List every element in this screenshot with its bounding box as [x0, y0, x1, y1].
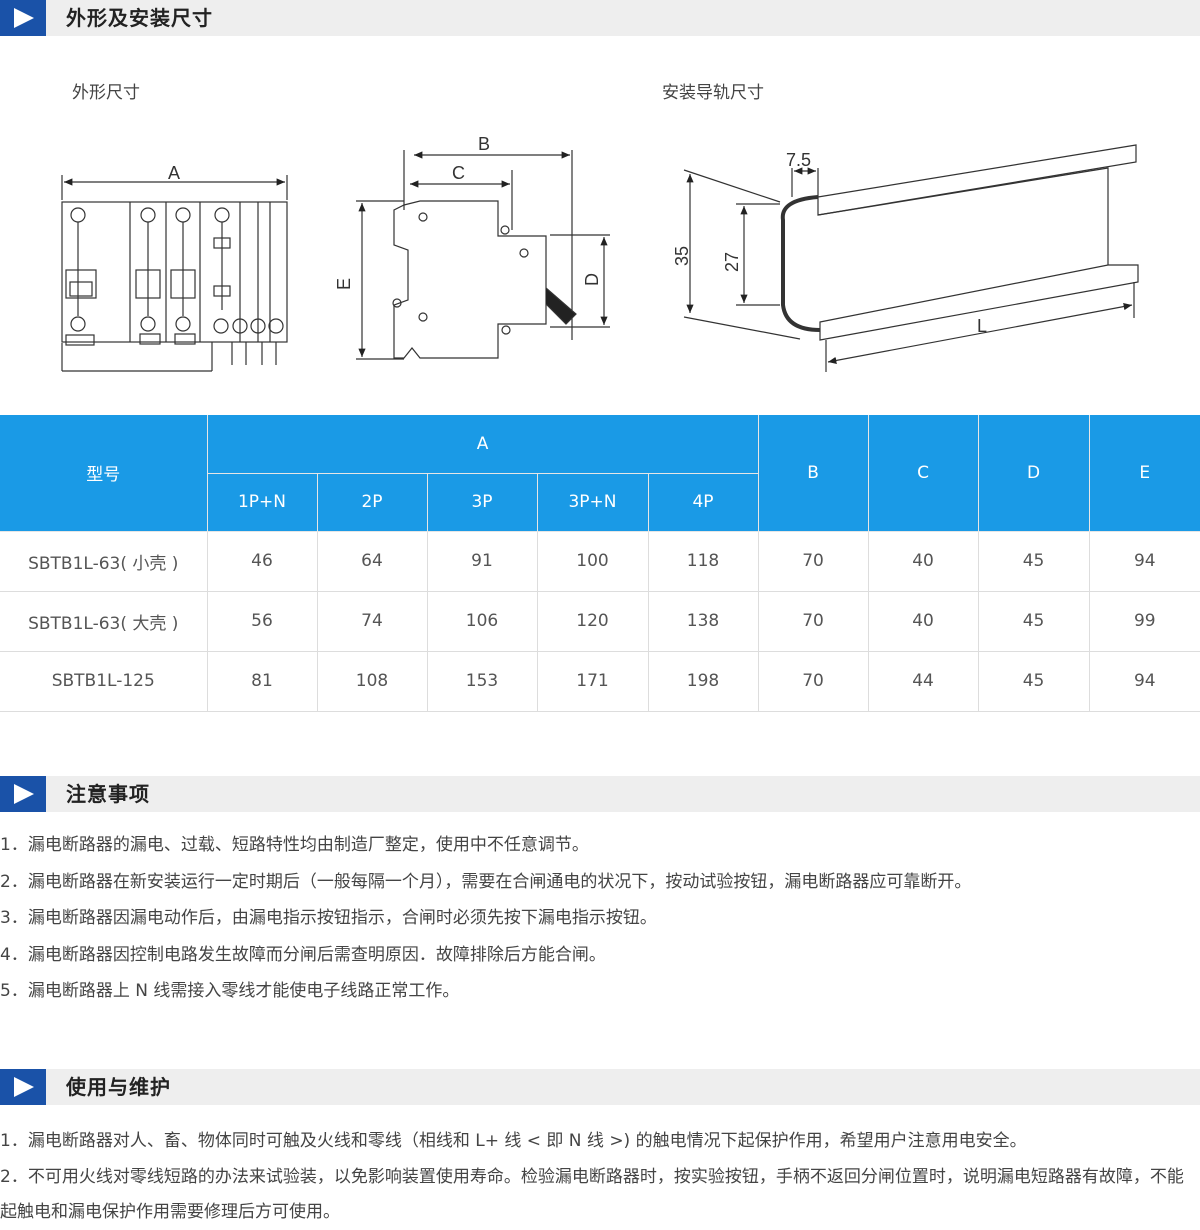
play-icon [0, 1069, 46, 1105]
section-header-notes: 注意事项 [0, 776, 1200, 812]
rail-caption: 安装导轨尺寸 [662, 83, 764, 103]
header-D: D [977, 415, 1090, 532]
table-cell: 74 [316, 590, 428, 652]
technical-drawing: A B C D E 7.5 35 27 L [61, 134, 1139, 372]
table-cell: 120 [536, 590, 649, 652]
section-title: 注意事项 [66, 782, 150, 806]
list-item: 1．漏电断路器对人、畜、物体同时可触及火线和零线（相线和 L+ 线 < 即 N … [0, 1131, 1027, 1151]
table-cell: 45 [977, 590, 1090, 652]
table-cell: 198 [647, 650, 759, 712]
dimension-drawing: 外形尺寸 安装导轨尺寸 [0, 60, 1200, 400]
header-model: 型号 [0, 415, 208, 532]
list-item: 3．漏电断路器因漏电动作后，由漏电指示按钮指示，合闸时必须先按下漏电指示按钮。 [0, 908, 657, 928]
table-cell: 40 [867, 590, 979, 652]
table-cell: 108 [316, 650, 428, 712]
header-C: C [867, 415, 979, 532]
header-sub: 1P+N [207, 473, 318, 532]
table-cell: 94 [1088, 650, 1200, 712]
label-A: A [168, 163, 180, 183]
header-E: E [1088, 415, 1200, 532]
din-rail-drawing [683, 144, 1139, 372]
table-cell: 70 [757, 530, 869, 592]
table-cell: 45 [977, 530, 1090, 592]
header-B: B [757, 415, 869, 532]
label-rail-width: 7.5 [786, 150, 811, 170]
table-cell: 46 [206, 530, 318, 592]
section-title: 使用与维护 [66, 1075, 171, 1099]
table-cell: 91 [426, 530, 538, 592]
table-cell: 106 [426, 590, 538, 652]
list-item: 2．漏电断路器在新安装运行一定时期后（一般每隔一个月），需要在合闸通电的状况下，… [0, 871, 972, 892]
cell-model: SBTB1L-63( 小壳 ) [0, 530, 208, 592]
table-cell: 40 [867, 530, 979, 592]
label-rail-27: 27 [722, 252, 742, 272]
table-cell: 44 [867, 650, 979, 712]
header-sub: 3P+N [536, 473, 649, 532]
table-cell: 56 [206, 590, 318, 652]
table-cell: 100 [536, 530, 649, 592]
notes-list: 1．漏电断路器的漏电、过载、短路特性均由制造厂整定，使用中不任意调节。 2．漏电… [0, 827, 1200, 1010]
table-row: SBTB1L-63( 大壳 ) 56 74 106 120 138 70 40 … [0, 590, 1200, 652]
section-title: 外形及安装尺寸 [66, 6, 213, 30]
table-cell: 81 [206, 650, 318, 712]
table-row: SBTB1L-125 81 108 153 171 198 70 44 45 9… [0, 650, 1200, 712]
label-rail-35: 35 [672, 246, 692, 266]
label-B: B [478, 134, 490, 154]
section-header-maintenance: 使用与维护 [0, 1069, 1200, 1105]
header-sub: 2P [316, 473, 428, 532]
label-rail-L: L [977, 316, 987, 336]
table-cell: 99 [1088, 590, 1200, 652]
table-cell: 138 [647, 590, 759, 652]
section-header-dimensions: 外形及安装尺寸 [0, 0, 1200, 36]
play-icon [0, 0, 46, 36]
table-cell: 118 [647, 530, 759, 592]
cell-model: SBTB1L-125 [0, 650, 208, 712]
table-cell: 64 [316, 530, 428, 592]
table-cell: 153 [426, 650, 538, 712]
label-C: C [452, 163, 465, 183]
cell-model: SBTB1L-63( 大壳 ) [0, 590, 208, 652]
table-cell: 171 [536, 650, 649, 712]
header-sub: 4P [647, 473, 759, 532]
header-sub: 3P [426, 473, 538, 532]
list-item: 5．漏电断路器上 N 线需接入零线才能使电子线路正常工作。 [0, 981, 460, 1001]
play-icon [0, 776, 46, 812]
maintenance-list: 1．漏电断路器对人、畜、物体同时可触及火线和零线（相线和 L+ 线 < 即 N … [0, 1123, 1200, 1230]
outline-caption: 外形尺寸 [72, 83, 140, 103]
table-cell: 70 [757, 650, 869, 712]
breaker-side-view [356, 150, 610, 360]
list-item: 4．漏电断路器因控制电路发生故障而分闸后需查明原因．故障排除后方能合闸。 [0, 944, 606, 965]
header-A: A [206, 415, 759, 474]
list-item: 2．不可用火线对零线短路的办法来试验装，以免影响装置使用寿命。检验漏电断路器时，… [0, 1166, 1184, 1222]
table-cell: 70 [757, 590, 869, 652]
label-D: D [582, 273, 602, 286]
label-E: E [334, 278, 354, 290]
table-row: SBTB1L-63( 小壳 ) 46 64 91 100 118 70 40 4… [0, 530, 1200, 592]
table-cell: 94 [1088, 530, 1200, 592]
breaker-front-view [61, 175, 288, 372]
table-cell: 45 [977, 650, 1090, 712]
spec-table: 型号 A B C D E 1P+N 2P 3P 3P+N 4P SBTB1L-6… [0, 415, 1200, 712]
list-item: 1．漏电断路器的漏电、过载、短路特性均由制造厂整定，使用中不任意调节。 [0, 835, 589, 855]
